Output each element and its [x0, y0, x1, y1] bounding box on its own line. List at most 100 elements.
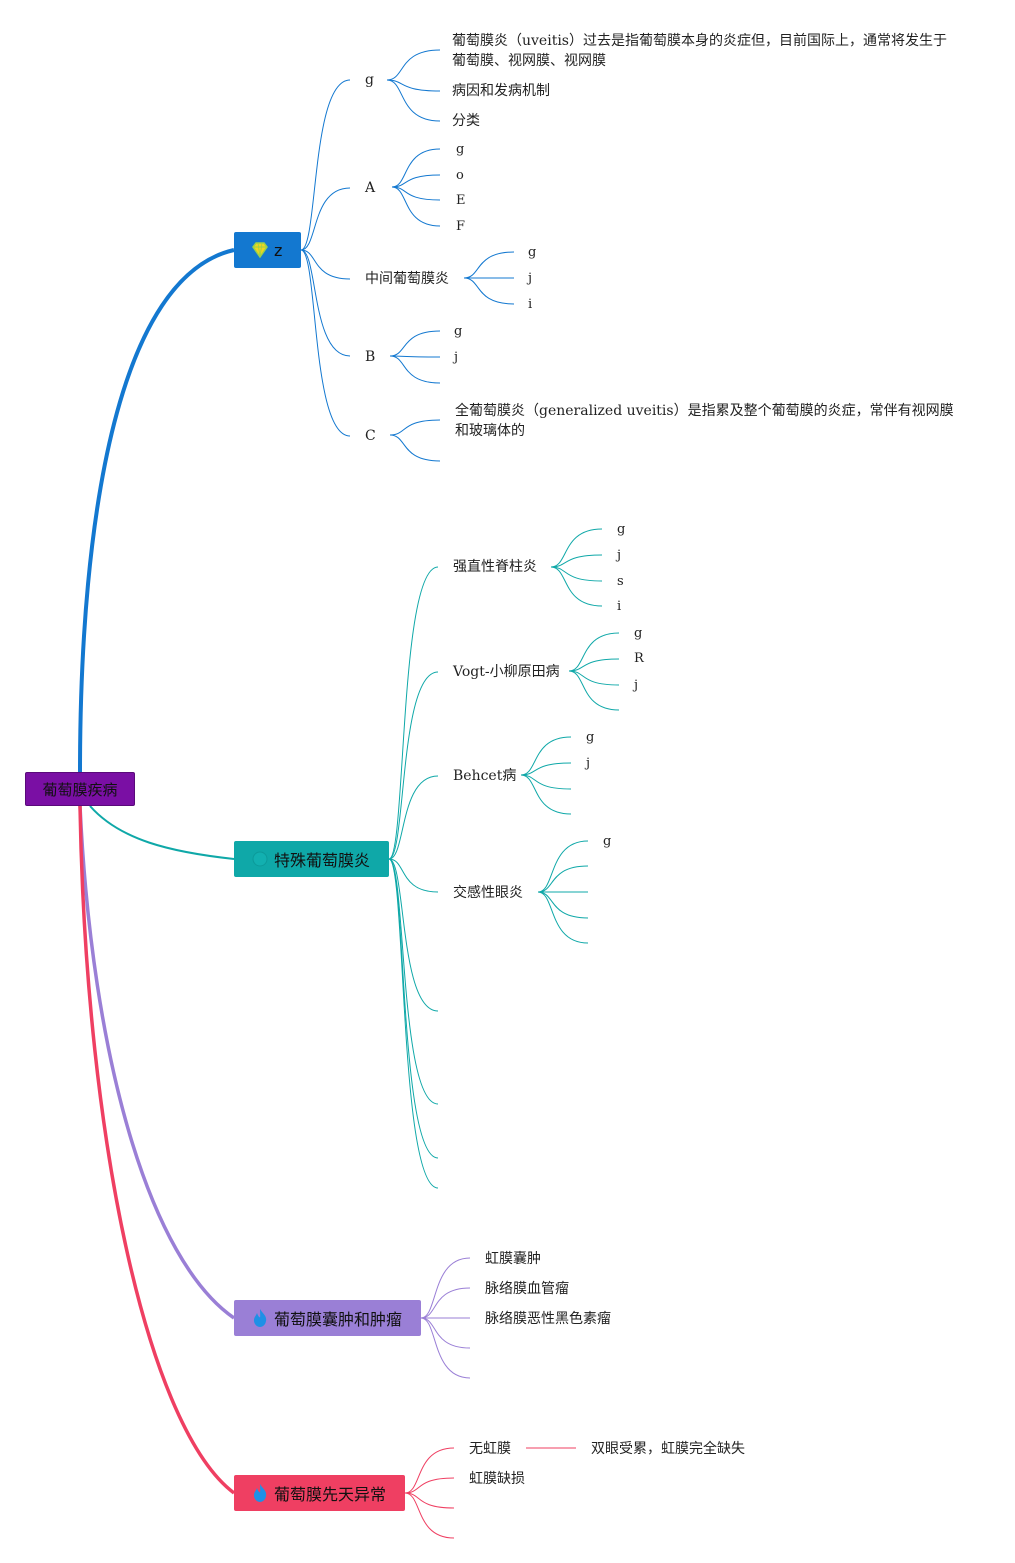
trunk-blue [78, 248, 235, 773]
topic-panuveitis-definition[interactable]: 全葡萄膜炎（generalized uveitis）是指累及整个葡萄膜的炎症，常… [455, 403, 954, 439]
topic-choroidal-melanoma[interactable]: 脉络膜恶性黑色素瘤 [485, 1311, 611, 1327]
branch-node-purple[interactable]: 葡萄膜囊肿和肿瘤 [234, 1300, 421, 1336]
flame-icon [250, 1483, 270, 1503]
circle-icon [250, 849, 270, 869]
edge-blue-a-3 [391, 186, 441, 227]
trunk-purple [78, 805, 235, 1320]
trunk-teal [89, 805, 235, 860]
leaf-b-g[interactable]: g [454, 324, 463, 339]
edge-blue-b-2 [389, 355, 441, 384]
leaf-a-o[interactable]: o [456, 168, 464, 183]
topic-vkh[interactable]: Vogt-小柳原田病 [453, 664, 560, 680]
edge-teal-so-0 [537, 840, 589, 893]
edge-blue-2 [300, 249, 351, 280]
edge-blue-c-1 [389, 434, 441, 462]
edge-purple-4 [420, 1317, 471, 1379]
topic-uveitis-definition[interactable]: 葡萄膜炎（uveitis）过去是指葡萄膜本身的炎症但，目前国际上，通常将发生于葡… [452, 33, 947, 69]
edge-teal-0 [388, 566, 439, 860]
leaf-vkh-r[interactable]: R [634, 651, 644, 666]
edge-blue-g-1 [386, 79, 441, 92]
topic-b1-g[interactable]: g [365, 72, 374, 88]
branch-node-red[interactable]: 葡萄膜先天异常 [234, 1475, 405, 1511]
edge-blue-a-2 [391, 186, 441, 201]
topic-sympathetic-ophthalmia[interactable]: 交感性眼炎 [453, 885, 523, 901]
leaf-int-i[interactable]: i [528, 297, 533, 312]
edge-teal-so-4 [537, 891, 589, 944]
edge-red-2 [404, 1492, 455, 1509]
edge-teal-5 [388, 858, 439, 1105]
edge-teal-vkh-1 [568, 658, 620, 672]
topic-aniridia-note[interactable]: 双眼受累，虹膜完全缺失 [591, 1441, 745, 1457]
leaf-a-f[interactable]: F [456, 219, 466, 234]
edge-teal-as-1 [550, 554, 603, 568]
topic-iris-cyst[interactable]: 虹膜囊肿 [485, 1251, 541, 1267]
edge-blue-1 [300, 187, 351, 251]
edge-purple-1 [420, 1287, 471, 1319]
edge-blue-3 [300, 249, 351, 357]
leaf-int-j[interactable]: j [528, 271, 533, 286]
leaf-behcet-g[interactable]: g [586, 730, 595, 745]
edge-blue-b-0 [389, 330, 441, 357]
edge-blue-a-1 [391, 174, 441, 188]
edge-teal-so-3 [537, 891, 589, 919]
edge-teal-as-0 [550, 528, 603, 568]
edge-teal-7 [388, 858, 439, 1189]
leaf-a-e[interactable]: E [456, 193, 466, 208]
leaf-int-g[interactable]: g [528, 245, 537, 260]
edge-blue-g-0 [386, 49, 441, 81]
edge-red-3 [404, 1492, 455, 1539]
trunk-red [78, 805, 236, 1495]
leaf-vkh-j[interactable]: j [634, 678, 639, 693]
edge-teal-as-2 [550, 566, 603, 582]
branch-node-teal[interactable]: 特殊葡萄膜炎 [234, 841, 389, 877]
topic-ankylosing-spondylitis[interactable]: 强直性脊柱炎 [453, 559, 537, 575]
edge-teal-behcet-2 [520, 774, 572, 790]
leaf-b-j[interactable]: j [454, 350, 459, 365]
topic-intermediate-uveitis[interactable]: 中间葡萄膜炎 [365, 271, 449, 287]
topic-aniridia[interactable]: 无虹膜 [469, 1441, 511, 1457]
edge-teal-3 [388, 858, 439, 893]
edge-blue-g-2 [386, 79, 441, 122]
edge-purple-3 [420, 1317, 471, 1349]
edge-teal-4 [388, 858, 439, 1012]
leaf-vkh-g[interactable]: g [634, 626, 643, 641]
branch-label: 葡萄膜先天异常 [274, 1485, 387, 1504]
edge-blue-0 [300, 79, 351, 251]
edge-teal-behcet-3 [520, 774, 572, 815]
edge-purple-0 [420, 1257, 471, 1319]
root-node[interactable]: 葡萄膜疾病 [25, 772, 135, 806]
leaf-behcet-j[interactable]: j [586, 756, 591, 771]
topic-b1-a[interactable]: A [365, 180, 376, 196]
leaf-as-i[interactable]: i [617, 599, 622, 614]
topic-classification[interactable]: 分类 [452, 113, 480, 129]
edge-blue-b-1 [389, 355, 441, 358]
topic-choroidal-hemangioma[interactable]: 脉络膜血管瘤 [485, 1281, 569, 1297]
edge-blue-4 [300, 249, 351, 437]
edge-teal-2 [388, 775, 439, 860]
leaf-as-s[interactable]: s [617, 574, 624, 589]
edge-teal-behcet-1 [520, 762, 572, 776]
edge-red-0 [404, 1447, 455, 1494]
leaf-as-j[interactable]: j [617, 548, 622, 563]
flame-icon [250, 1308, 270, 1328]
topic-b1-b[interactable]: B [365, 349, 376, 365]
edge-teal-1 [388, 671, 439, 860]
leaf-as-g[interactable]: g [617, 522, 626, 537]
edge-blue-c-0 [389, 419, 441, 436]
edge-teal-vkh-2 [568, 670, 620, 686]
leaf-so-g[interactable]: g [603, 834, 612, 849]
topic-behcet[interactable]: Behcet病 [453, 768, 517, 784]
edge-red-1 [404, 1477, 455, 1494]
branch-node-blue[interactable]: z [234, 232, 301, 268]
topic-b1-c[interactable]: C [365, 428, 376, 444]
edge-teal-vkh-0 [568, 632, 620, 672]
branch-label: 葡萄膜囊肿和肿瘤 [274, 1310, 403, 1329]
branch-label: z [274, 240, 283, 260]
leaf-a-g[interactable]: g [456, 142, 465, 157]
branch-label: 特殊葡萄膜炎 [274, 851, 371, 870]
topic-iris-coloboma[interactable]: 虹膜缺损 [469, 1471, 525, 1487]
diamond-icon [250, 240, 270, 260]
topic-etiology[interactable]: 病因和发病机制 [452, 83, 550, 99]
